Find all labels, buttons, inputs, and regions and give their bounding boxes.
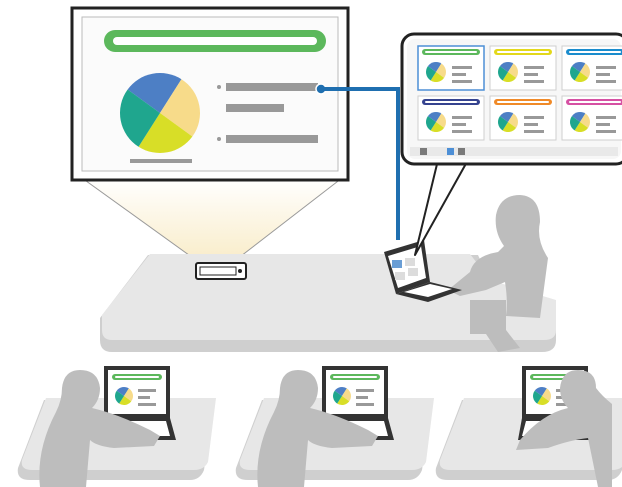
student-station-3 [435,366,622,487]
thumbnail-header-line [425,101,477,103]
student-thumbnail [417,95,485,141]
pie-slice-4 [425,116,436,131]
thumbnail-text-line [596,66,616,69]
student-silhouette [39,370,161,487]
pie-slice-2 [580,113,590,128]
pie-slice-3 [119,396,132,405]
pie-slice-3 [574,122,589,133]
pie-slice-1 [534,386,547,396]
student-thumbnail [561,45,622,91]
teacher-silhouette [448,195,548,352]
pie-slice-4 [497,116,508,131]
pie-slice-3 [430,72,445,83]
pie-slice-1 [571,112,586,122]
thumbnail-text-line [524,116,544,119]
pie-slice-3 [138,113,193,154]
monitor-toolbar [410,147,618,156]
pie-slice-2 [580,63,590,78]
student-screen-line [356,396,368,399]
thumbnail-header-line [569,101,621,103]
thumbnail-text-line [596,80,616,83]
student-stations [17,366,622,487]
thumbnail-text-line [596,123,610,126]
pie-slice-2 [124,388,133,402]
pie-slice-1 [334,387,347,396]
pie-caption-line [130,159,192,163]
pie-slice-1 [116,387,129,396]
projection-screen [70,6,350,182]
thumbnail-header-line [497,101,549,103]
pie-slice-4 [497,66,508,81]
thumbnail-header-line [497,51,549,53]
student-screen-line [138,403,156,406]
pie-slice-4 [115,390,124,404]
pie-slice-2 [436,63,447,78]
thumbnail-text-line [452,66,472,69]
pie-slice-4 [426,66,436,81]
pie-slice-3 [537,396,550,405]
thumbnail-header-line [569,51,621,53]
student-screen-line [138,389,156,392]
student-thumbnail [489,45,557,91]
student-screen-header-line [115,376,159,378]
pie-slice-2 [508,63,518,78]
pie-slice-2 [342,388,352,402]
projector-beam [80,177,344,264]
student-screen-line [556,403,574,406]
thumbnail-grid [417,45,622,141]
student-station-2 [235,366,434,487]
projector [195,262,247,280]
pie-slice-4 [119,89,160,147]
thumbnail-text-line [452,73,466,76]
student-silhouette [516,370,612,487]
pie-slice-3 [574,72,589,83]
pie-slice-1 [427,61,442,72]
student-screen-line [138,396,150,399]
pie-slice-2 [508,113,518,128]
pie-slice-2 [542,388,551,402]
pie-slice-2 [160,79,201,137]
student-silhouette [257,370,378,487]
pie-slice-1 [427,111,442,122]
pie-slice-3 [430,122,445,132]
screen-pie-chart [119,72,201,154]
pie-slice-4 [333,390,342,404]
student-screen-line [356,389,374,392]
teacher-laptop [384,240,462,302]
thumbnail-text-line [524,66,544,69]
student-thumbnail [561,95,622,141]
student-screen-header-line [333,376,377,378]
screen-to-laptop-link [321,87,400,240]
pie-slice-3 [502,122,517,132]
thumbnail-text-line [452,130,472,133]
pie-slice-1 [127,72,182,113]
thumbnail-text-line [596,130,616,133]
pie-slice-1 [571,62,586,72]
teacher-monitor-bubble [400,32,622,256]
thumbnail-text-line [524,80,544,83]
student-screen-line [356,403,374,406]
thumbnail-text-line [524,73,538,76]
thumbnail-text-line [452,80,472,83]
pie-slice-2 [436,113,447,128]
thumbnail-text-line [452,116,472,119]
pie-slice-1 [499,112,514,122]
student-thumbnail [417,45,485,91]
pie-slice-3 [502,72,517,83]
thumbnail-text-line [596,116,616,119]
pie-slice-3 [337,396,350,405]
student-thumbnail [489,95,557,141]
thumbnail-text-line [452,123,466,126]
thumbnail-text-line [524,130,544,133]
pie-slice-1 [499,61,514,72]
pie-slice-4 [570,116,580,131]
pie-slice-4 [533,390,542,404]
pie-slice-4 [570,66,580,81]
thumbnail-text-line [596,73,610,76]
thumbnail-header-line [425,51,477,53]
screen-bullets [217,83,318,143]
student-station-1 [17,366,216,487]
thumbnail-text-line [524,123,538,126]
